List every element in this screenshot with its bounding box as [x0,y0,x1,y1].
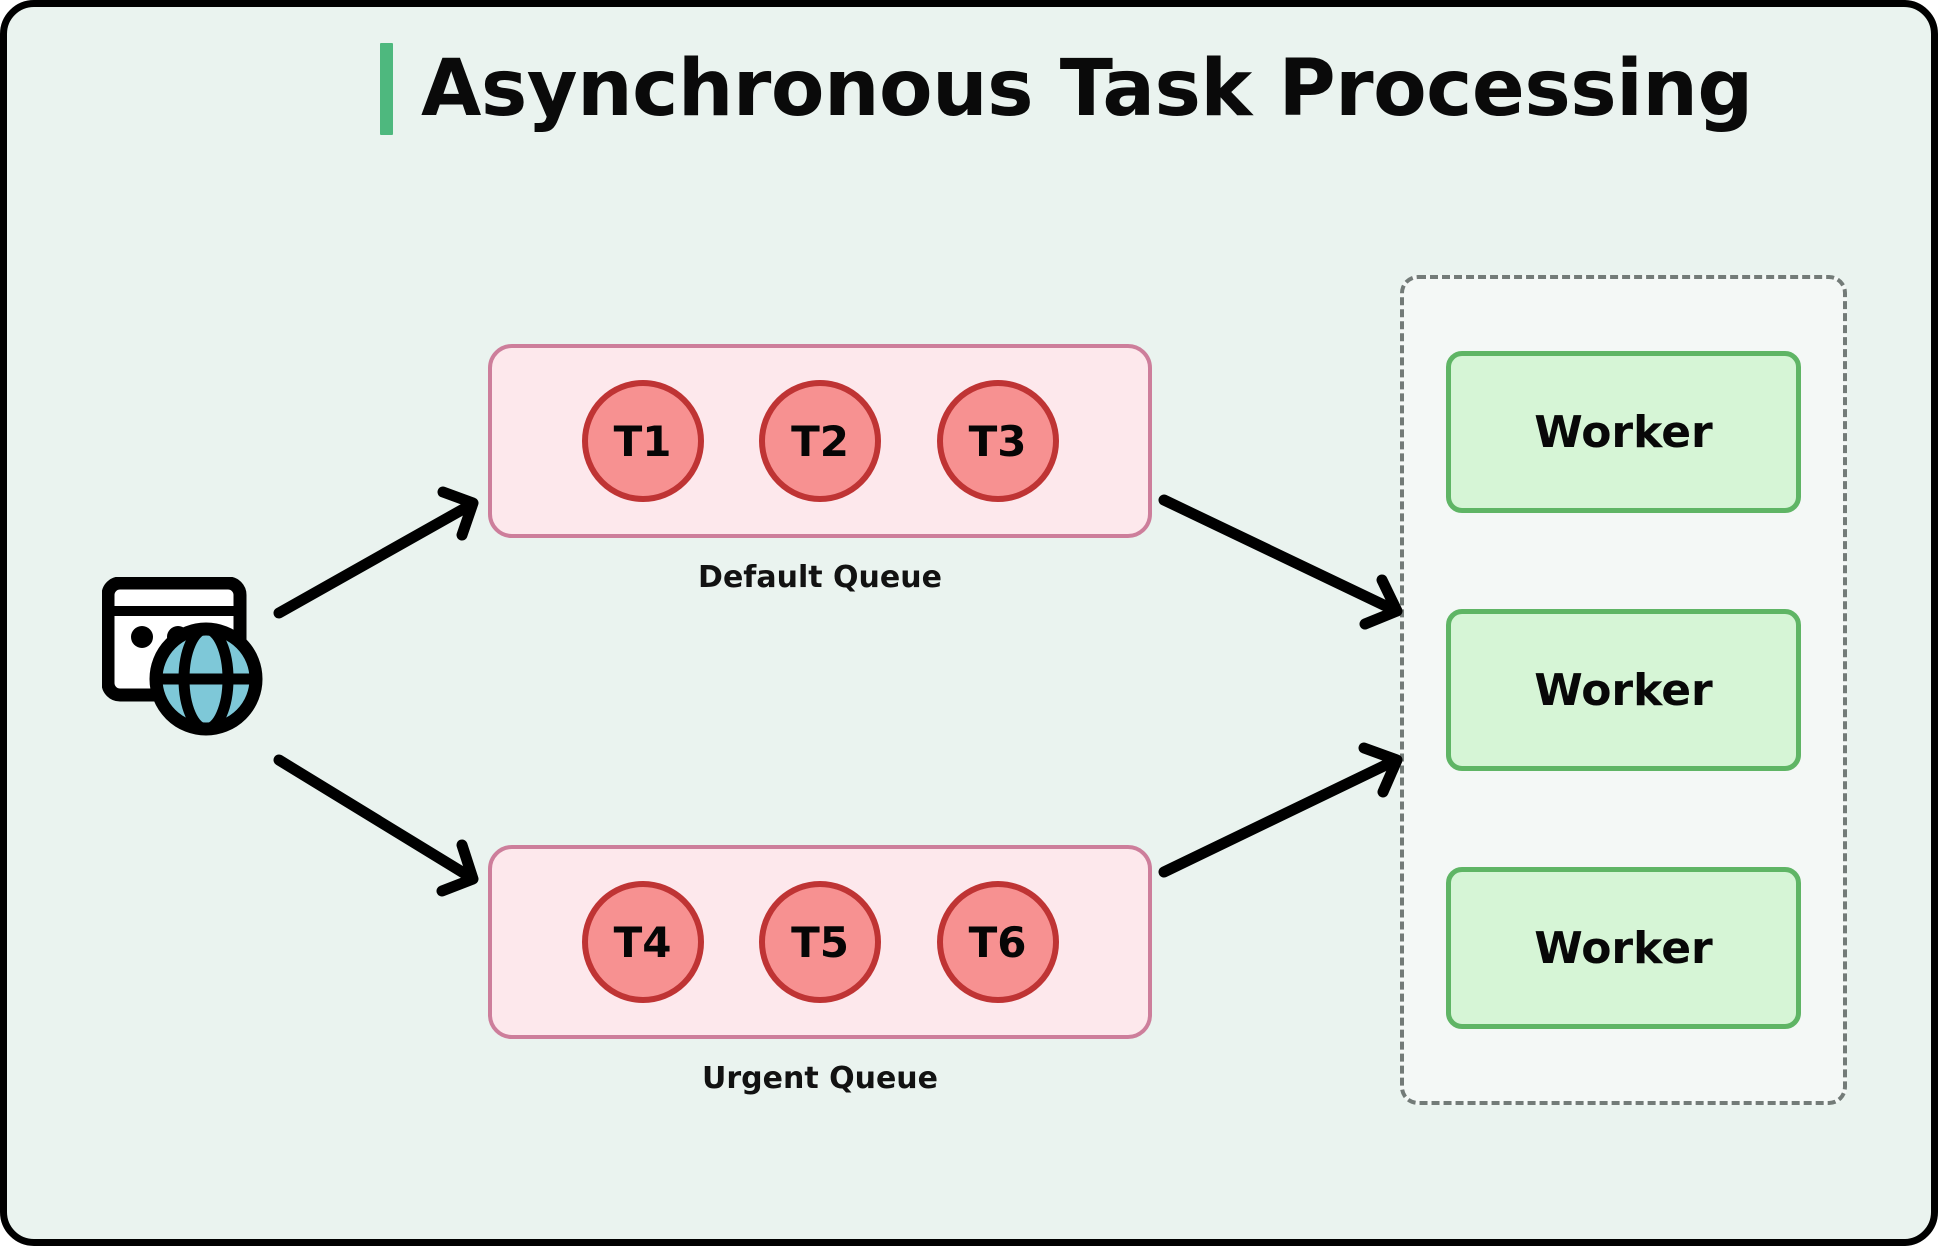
title-row: Asynchronous Task Processing [380,43,1753,135]
arrow-producer-to-urgent-queue [273,754,479,897]
task-node[interactable]: T6 [936,881,1059,1003]
arrow-urgent-queue-to-workers [1158,742,1403,878]
task-node[interactable]: T3 [936,380,1059,502]
worker-box[interactable]: Worker [1446,867,1801,1029]
queue-default-caption: Default Queue [698,560,942,595]
queue-urgent-box: T4 T5 T6 [488,845,1152,1039]
queue-urgent: T4 T5 T6 Urgent Queue [488,845,1152,1096]
queue-default: T1 T2 T3 Default Queue [488,344,1152,595]
task-node[interactable]: T5 [759,881,881,1003]
arrow-default-queue-to-workers [1158,494,1403,630]
task-node[interactable]: T4 [581,881,704,1003]
browser-globe-icon [101,576,282,737]
worker-box[interactable]: Worker [1446,351,1801,513]
worker-box[interactable]: Worker [1446,609,1801,771]
task-node[interactable]: T2 [759,380,881,502]
worker-pool: Worker Worker Worker [1400,275,1847,1105]
arrow-producer-to-default-queue [273,486,479,619]
queue-urgent-caption: Urgent Queue [701,1061,939,1096]
title-accent-bar [380,43,393,135]
task-node[interactable]: T1 [581,380,704,502]
page-title: Asynchronous Task Processing [421,44,1753,134]
queue-default-box: T1 T2 T3 [488,344,1152,538]
